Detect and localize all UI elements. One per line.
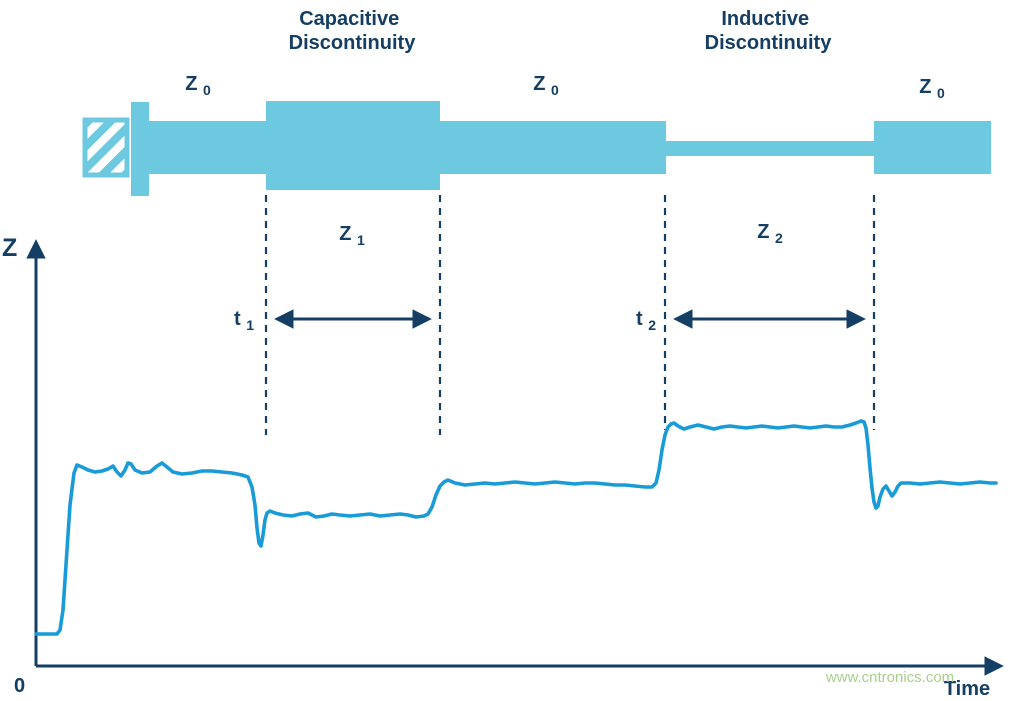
watermark: www.cntronics.com xyxy=(825,669,954,686)
capacitive-title-line2: Discontinuity xyxy=(289,32,417,54)
label-z0-3: Z 0 xyxy=(919,76,945,101)
label-z2-sub: 2 xyxy=(775,230,783,246)
inductive-title: Inductive Discontinuity xyxy=(705,8,833,54)
source-hatched-block xyxy=(82,117,130,178)
label-z0-1-main: Z xyxy=(185,73,197,95)
y-axis-label: Z xyxy=(2,234,17,262)
label-z2-main: Z xyxy=(757,221,769,243)
label-z0-2-sub: 0 xyxy=(551,82,559,98)
label-z1-main: Z xyxy=(339,223,351,245)
label-z1: Z 1 xyxy=(339,223,365,248)
line-segment-z0-1 xyxy=(143,121,267,174)
label-t2: t 2 xyxy=(636,308,656,333)
x-axis-label: Time xyxy=(944,678,990,700)
label-t2-sub: 2 xyxy=(648,317,656,333)
label-t1: t 1 xyxy=(234,308,254,333)
label-z0-2: Z 0 xyxy=(533,73,559,98)
inductive-section xyxy=(664,141,876,156)
label-z2: Z 2 xyxy=(757,221,783,246)
label-z0-2-main: Z xyxy=(533,73,545,95)
label-z0-3-sub: 0 xyxy=(937,85,945,101)
inductive-title-line1: Inductive xyxy=(721,8,809,30)
waveform-trace xyxy=(34,419,998,636)
label-z0-3-main: Z xyxy=(919,76,931,98)
capacitive-title-line1: Capacitive xyxy=(299,8,399,30)
capacitive-title: Capacitive Discontinuity xyxy=(289,8,417,54)
line-segment-z0-3 xyxy=(874,121,991,174)
origin-label: 0 xyxy=(14,675,25,697)
label-z0-1-sub: 0 xyxy=(203,82,211,98)
inductive-title-line2: Discontinuity xyxy=(705,32,833,54)
label-z1-sub: 1 xyxy=(357,232,365,248)
label-z0-1: Z 0 xyxy=(185,73,211,98)
label-t1-sub: 1 xyxy=(246,317,254,333)
line-segment-z0-2 xyxy=(438,121,666,174)
capacitive-section xyxy=(266,101,440,190)
label-t2-main: t xyxy=(636,308,643,330)
label-t1-main: t xyxy=(234,308,241,330)
